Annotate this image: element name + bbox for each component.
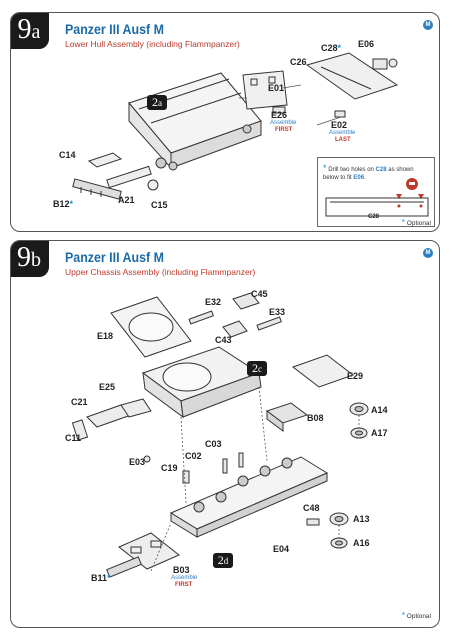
step-subtitle: Lower Hull Assembly (including Flammpanz… <box>65 39 240 49</box>
part-label-c28: C28* <box>321 43 342 53</box>
part-label-b12: B12* <box>53 199 74 209</box>
part-label-c26: C26 <box>290 57 307 67</box>
part-label-c14: C14 <box>59 150 76 160</box>
part-label-c15: C15 <box>151 200 168 210</box>
sub-step-2d-badge: 2d <box>213 553 233 568</box>
part-label-b11: B11* <box>91 573 111 583</box>
drill-holes-callout: * Drill two holes on C28 as shown below … <box>317 157 435 227</box>
optional-star-icon: * <box>323 163 327 173</box>
optional-star-icon: * <box>401 218 405 227</box>
part-label-e03: E03 <box>129 457 146 467</box>
last-note: LAST <box>335 137 351 143</box>
step-9a-panel: 9a Panzer III Ausf M Lower Hull Assembly… <box>10 12 440 232</box>
part-label-c02: C02 <box>185 451 202 461</box>
step-title: Panzer III Ausf M <box>65 22 164 37</box>
part-label-a14: A14 <box>371 405 388 415</box>
part-label-c48: C48 <box>303 503 320 513</box>
optional-star-icon: * <box>107 573 111 583</box>
sub-step-2a-badge: 2a <box>147 95 167 110</box>
part-label-c21: C21 <box>71 397 88 407</box>
part-label-c45: C45 <box>251 289 268 299</box>
part-label-a13: A13 <box>353 514 370 524</box>
part-label-c19: C19 <box>161 463 178 473</box>
part-label-e06: E06 <box>358 39 375 49</box>
first-note: FIRST <box>275 127 293 133</box>
part-label-c03: C03 <box>205 439 222 449</box>
part-label-e04: E04 <box>273 544 290 554</box>
part-label-e01: E01 <box>268 83 285 93</box>
part-label-e18: E18 <box>97 331 114 341</box>
part-label-b08: B08 <box>307 413 324 423</box>
step-title: Panzer III Ausf M <box>65 250 164 265</box>
assemble-note: Assemble <box>270 120 297 126</box>
assemble-note: Assemble <box>171 575 198 581</box>
first-note: FIRST <box>175 582 193 588</box>
upper-chassis-drawing <box>11 241 439 627</box>
step-subtitle: Upper Chassis Assembly (including Flammp… <box>65 267 256 277</box>
part-label-e02: E02 <box>331 120 348 130</box>
step-9b-panel: 9b Panzer III Ausf M Upper Chassis Assem… <box>10 240 440 628</box>
step-number-badge: 9b <box>11 241 49 277</box>
info-icon: M <box>423 20 433 30</box>
part-label-e32: E32 <box>205 297 222 307</box>
part-label-e33: E33 <box>269 307 286 317</box>
drill-diagram <box>325 178 429 217</box>
optional-star-icon: * <box>401 611 405 620</box>
part-label-e26: E26 <box>271 110 288 120</box>
part-label-e29: E29 <box>347 371 364 381</box>
optional-legend: * Optional <box>401 218 431 227</box>
part-label-a21: A21 <box>118 195 135 205</box>
info-icon: M <box>423 248 433 258</box>
optional-legend: * Optional <box>401 611 431 620</box>
callout-part-label: C28 <box>368 214 380 220</box>
lower-hull-drawing <box>11 13 439 231</box>
optional-star-icon: * <box>337 43 342 53</box>
part-label-b03: B03 <box>173 565 190 575</box>
part-label-e25: E25 <box>99 382 116 392</box>
part-label-c11: C11 <box>65 433 82 443</box>
step-number-badge: 9a <box>11 13 49 49</box>
part-label-a16: A16 <box>353 538 370 548</box>
sub-step-2c-badge: 2c <box>247 361 267 376</box>
part-label-c43: C43 <box>215 335 232 345</box>
optional-star-icon: * <box>69 199 74 209</box>
assemble-note-2: Assemble <box>329 130 356 136</box>
part-label-a17: A17 <box>371 428 388 438</box>
